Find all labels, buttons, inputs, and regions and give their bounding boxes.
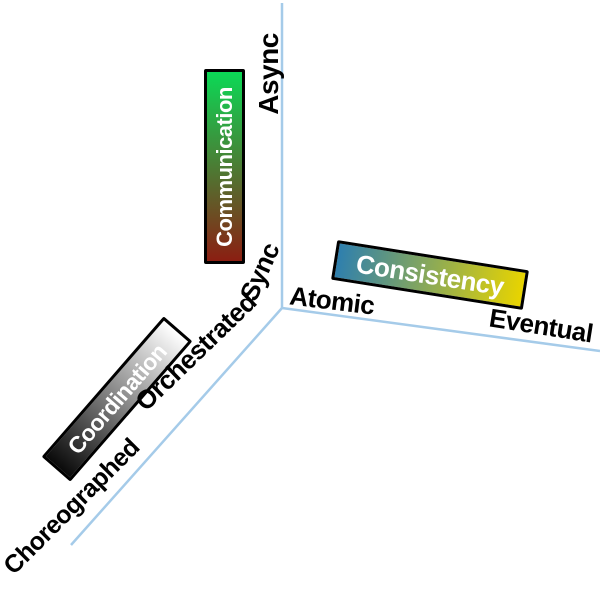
axis-line-consistency: [281, 306, 600, 353]
axis-line-coordination: [70, 307, 283, 546]
communication-bar-label: Communication: [211, 86, 237, 247]
communication-bar: Communication: [204, 69, 245, 264]
async-label: Async: [253, 33, 284, 115]
